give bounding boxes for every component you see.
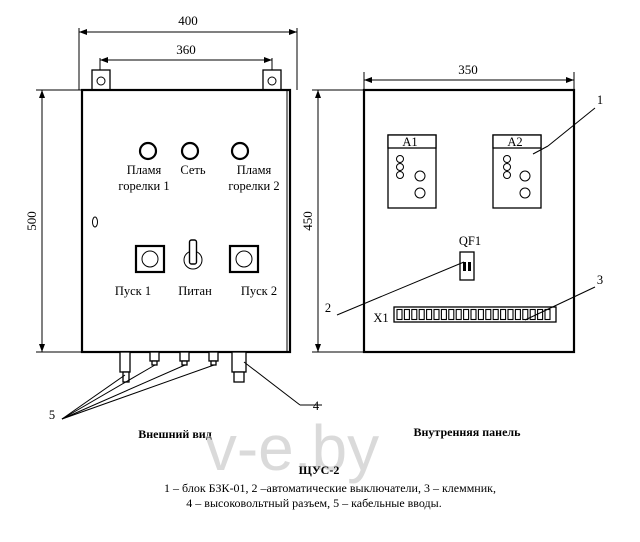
terminal-cell [403,308,410,321]
cable-gland-4 [208,351,219,366]
callout-4: 4 [313,399,320,413]
terminal-cell [448,308,455,321]
start-button-1 [134,244,166,274]
high-voltage-connector [231,351,247,383]
lamp-burner-1 [138,141,158,161]
exterior-caption: Внешний вид [138,427,212,441]
door-lock [92,216,98,228]
lamp-label-burner-1-line-2: горелки 1 [118,179,169,193]
terminal-cell [455,308,462,321]
button-label-start-1: Пуск 1 [115,284,151,298]
dimension-mount-width: 360 [99,42,273,72]
terminal-cell [537,308,544,321]
callout-2: 2 [325,301,331,315]
lamp-burner-2 [230,141,250,161]
legend: ЩУС-2 1 – блок БЗК-01, 2 –автоматические… [164,463,496,510]
interior-view: 350 450 A1 A2 [300,62,603,439]
terminal-cell [426,308,433,321]
callout-3-leader [524,286,596,321]
lamp-label-burner-2-line-2: горелки 2 [228,179,279,193]
button-label-power: Питан [178,284,212,298]
callout-5-leaders [61,364,215,420]
terminal-cell [529,308,536,321]
cabinet-front [80,88,292,354]
terminal-cell [507,308,514,321]
dimension-outer-height-label: 500 [24,211,39,231]
terminal-cell [418,308,425,321]
dimension-inner-width: 350 [363,62,575,92]
module-a1-label: A1 [402,135,417,149]
callout-4-leader [243,361,322,406]
terminal-cell [485,308,492,321]
terminal-strip [393,306,557,323]
mounting-bracket-left [91,69,111,91]
dimension-outer-height: 500 [24,89,82,353]
power-switch [183,239,203,270]
legend-title: ЩУС-2 [299,463,340,477]
module-a1: A1 [387,134,437,209]
terminal-cell [514,308,521,321]
module-a2: A2 [492,134,542,209]
dimension-mount-width-label: 360 [176,42,196,57]
button-label-start-2: Пуск 2 [241,284,277,298]
terminal-label: X1 [373,311,388,325]
lamp-label-mains: Сеть [180,163,206,177]
callout-3: 3 [597,273,603,287]
legend-line-1: 1 – блок БЗК-01, 2 –автоматические выклю… [164,481,496,495]
terminal-cell [522,308,529,321]
cable-gland-3 [179,351,190,366]
callout-1: 1 [597,93,603,107]
dimension-inner-height: 450 [300,89,364,353]
terminal-cell [477,308,484,321]
module-a2-label: A2 [507,135,522,149]
dimension-inner-width-label: 350 [458,62,478,77]
mounting-bracket-right [262,69,282,91]
lamp-label-burner-1-line-1: Пламя [127,163,162,177]
terminal-cell [463,308,470,321]
callout-1-leaders [532,107,596,155]
dimension-outer-width: 400 [78,13,298,90]
circuit-breaker-qf1: QF1 [459,234,481,281]
terminal-cell [433,308,440,321]
legend-line-2: 4 – высоковольтный разъем, 5 – кабельные… [186,496,441,510]
interior-caption: Внутренняя панель [413,425,521,439]
terminal-cell [470,308,477,321]
terminal-cell [492,308,499,321]
exterior-view: 400 360 500 [24,13,322,441]
terminal-cell [500,308,507,321]
dimension-inner-height-label: 450 [300,211,315,231]
watermark: v-e.by [205,412,379,484]
start-button-2 [228,244,260,274]
cable-gland-2 [149,351,160,366]
lamp-label-burner-2-line-1: Пламя [237,163,272,177]
dimension-outer-width-label: 400 [178,13,198,28]
terminal-cell [411,308,418,321]
terminal-cell [396,308,403,321]
terminal-cell [440,308,447,321]
lamp-mains [180,141,200,161]
callout-2-leader [336,261,465,316]
terminal-cell [544,308,551,321]
callout-5: 5 [49,408,55,422]
breaker-label: QF1 [459,234,481,248]
